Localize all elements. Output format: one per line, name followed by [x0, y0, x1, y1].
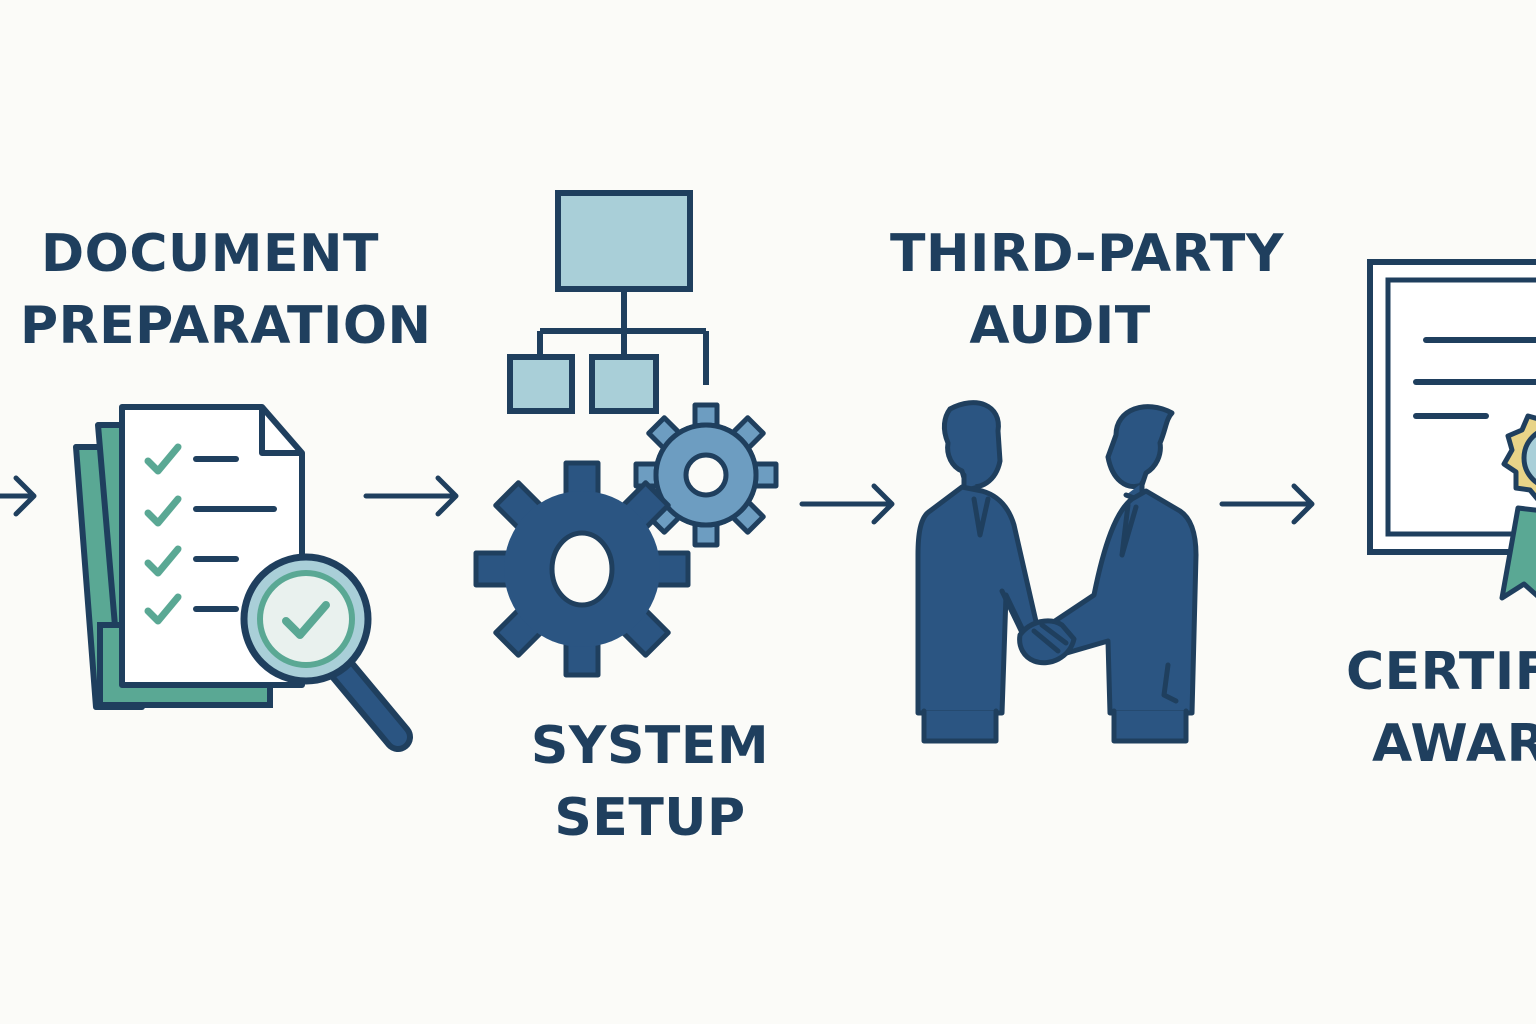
step-label-line1: SYSTEM: [530, 716, 770, 776]
step-label-line1: THIRD-PARTY: [890, 224, 1285, 284]
large-gear-icon: [473, 460, 691, 678]
arrow-right-icon: [0, 475, 37, 517]
checklist-magnifier-icon: [73, 404, 413, 752]
certificate-icon: [1367, 259, 1536, 601]
org-chart-icon: [507, 190, 709, 414]
step-label: SYSTEM SETUP: [490, 720, 810, 844]
step-label-line2: PREPARATION: [20, 296, 432, 356]
step-label: DOCUMENT PREPARATION: [20, 224, 432, 356]
handshake-icon: [915, 400, 1199, 744]
arrow-right-icon: [363, 475, 459, 517]
award-ribbon-icon: [1499, 413, 1536, 601]
step-label-line1: CERTIFICATION: [1346, 642, 1536, 702]
small-gear-icon: [633, 402, 779, 548]
step-label-line2: SETUP: [554, 788, 746, 848]
arrow-right-icon: [799, 483, 895, 525]
magnifier-icon: [240, 553, 413, 752]
step-label-line1: DOCUMENT: [40, 224, 379, 284]
step-label-line2: AUDIT: [969, 296, 1151, 356]
step-label-line2: AWARDED: [1372, 714, 1536, 774]
step-label: CERTIFICATION AWARDED: [1346, 646, 1536, 770]
org-chart-gears-icon: [473, 190, 779, 678]
arrow-right-icon: [1219, 483, 1315, 525]
step-label: THIRD-PARTY AUDIT: [890, 224, 1285, 356]
